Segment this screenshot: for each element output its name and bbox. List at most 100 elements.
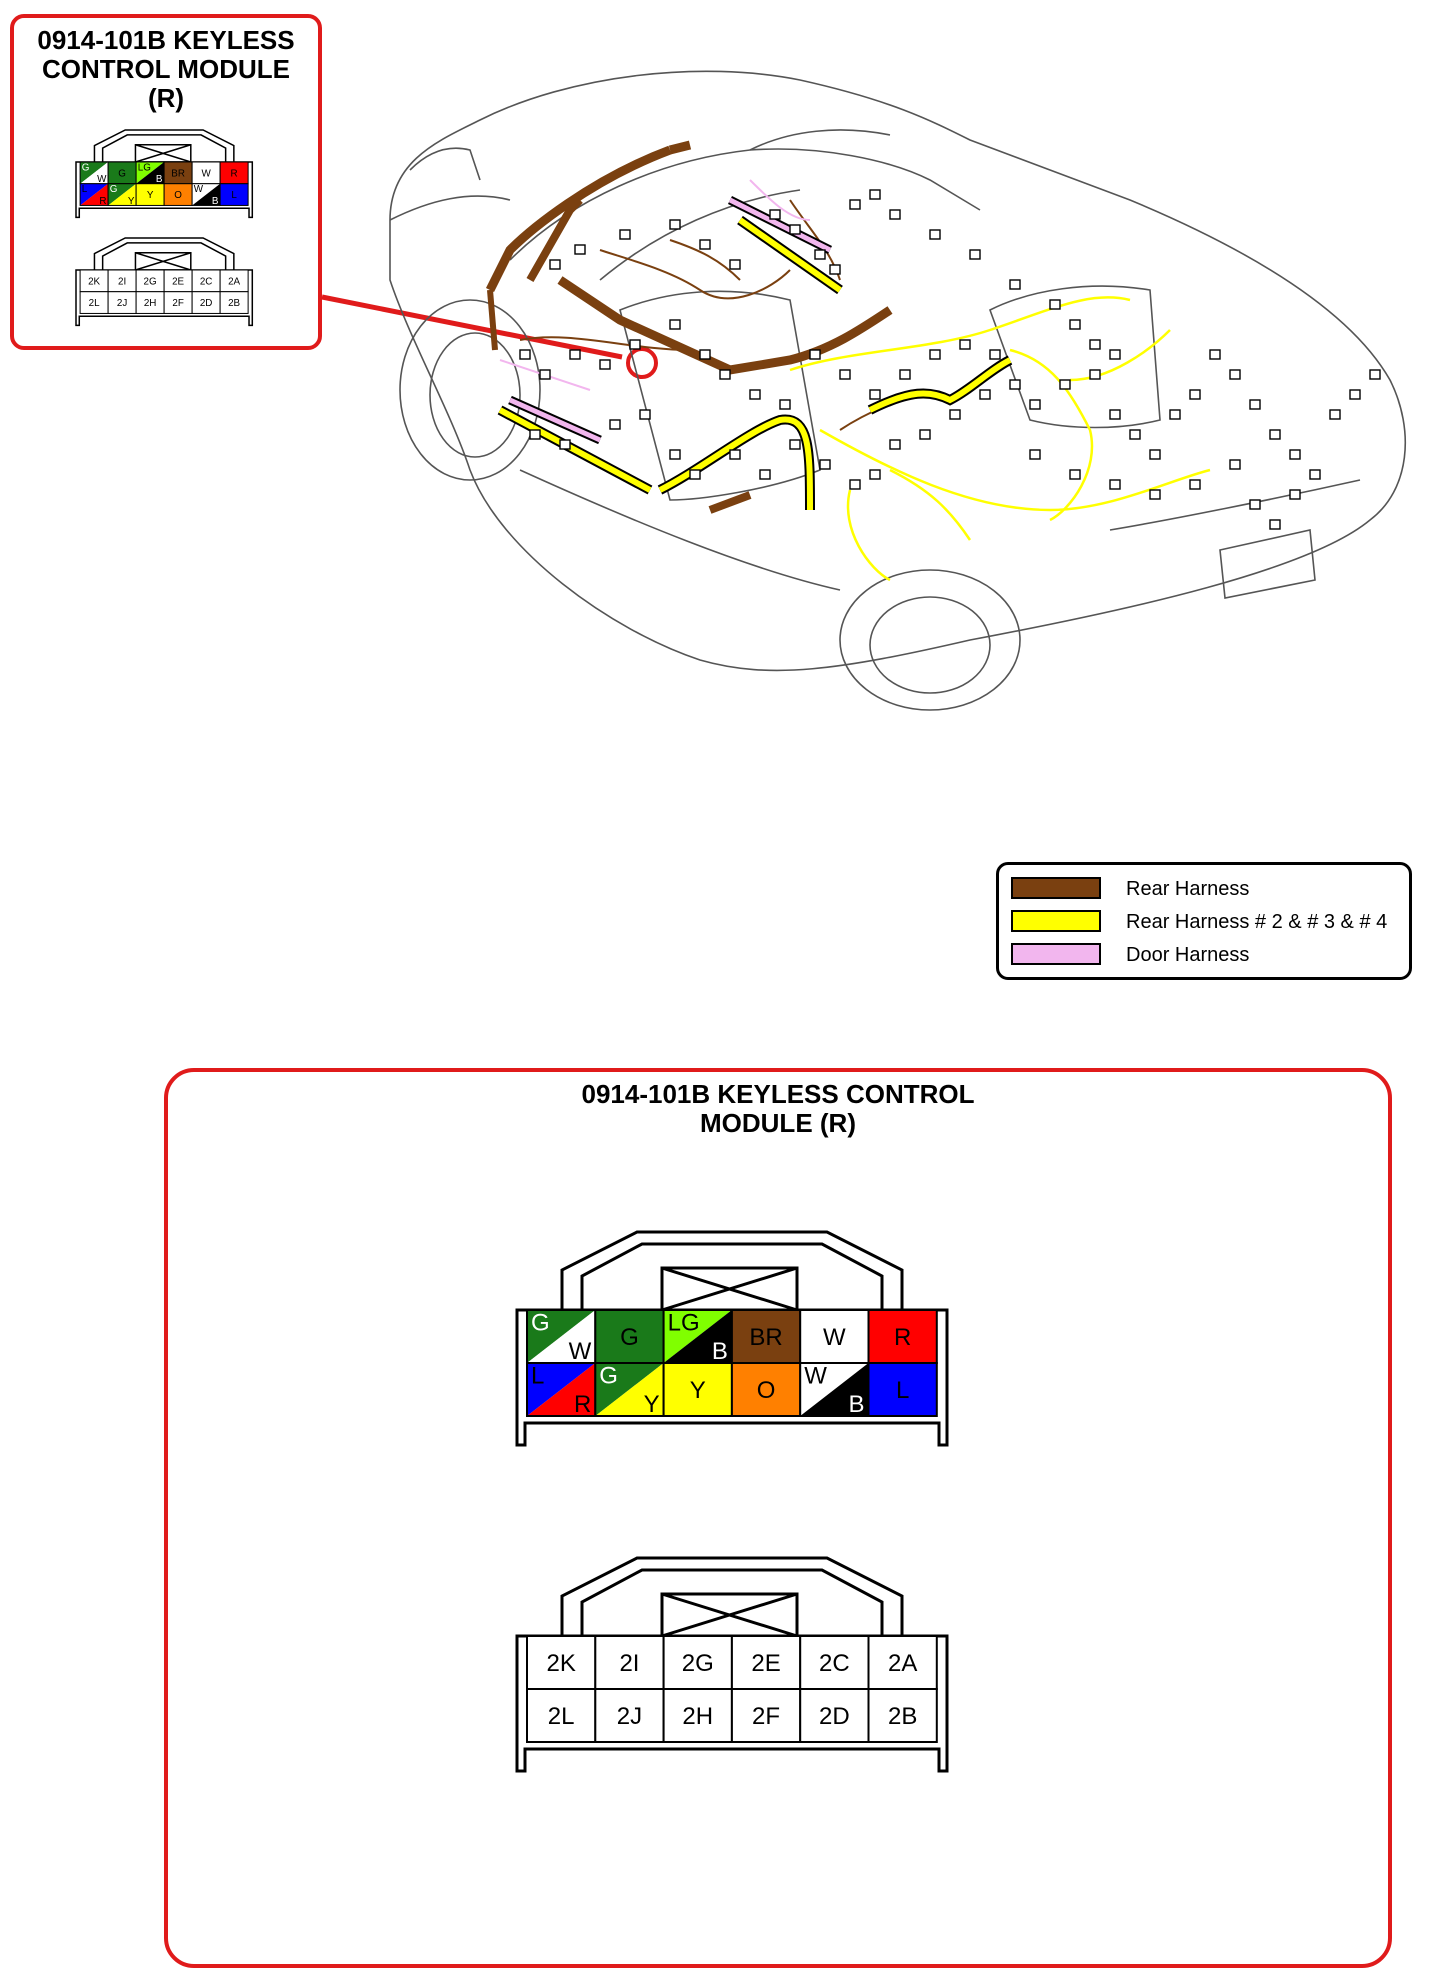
- wiring-connector-block: [779, 399, 791, 410]
- detail-color-pin-label: G: [620, 1324, 639, 1351]
- detail-pin-r2-c5: 2D: [799, 1688, 870, 1743]
- wiring-connector-block: [959, 339, 971, 350]
- detail-pin-label: 2G: [682, 1650, 714, 1677]
- detail-color-pin-label: L: [896, 1377, 909, 1404]
- detail-title-line2: MODULE (R): [700, 1108, 856, 1138]
- wiring-connector-block: [529, 429, 541, 440]
- wiring-connector-block: [1049, 299, 1061, 310]
- wiring-connector-block: [1289, 489, 1301, 500]
- legend-label-rear-harness-2-3-4: Rear Harness # 2 & # 3 & # 4: [1126, 911, 1388, 933]
- wiring-connector-block: [1169, 409, 1181, 420]
- wiring-connector-block: [669, 219, 681, 230]
- inset-color-pin-label: W: [201, 168, 211, 179]
- inset-color-pin-label-top: G: [82, 162, 90, 173]
- inset-color-pin-label: Y: [147, 190, 154, 201]
- wiring-connector-block: [759, 469, 771, 480]
- detail-color-pin-label-top: L: [531, 1362, 544, 1389]
- wiring-connector-block: [769, 209, 781, 220]
- detail-color-pin-label-top: G: [531, 1309, 550, 1336]
- legend-swatch-rear-harness: [1011, 877, 1101, 899]
- detail-color-pin-r1-c2: G: [594, 1309, 665, 1364]
- wiring-connector-block: [869, 189, 881, 200]
- detail-color-pin-r1-c4: BR: [730, 1309, 802, 1364]
- detail-color-pin-r1-c5: W: [799, 1309, 870, 1364]
- detail-pin-label: 2D: [819, 1703, 850, 1730]
- detail-pin-label: 2A: [888, 1650, 917, 1677]
- detail-pin-label: 2F: [752, 1703, 780, 1730]
- wiring-connector-block: [519, 349, 531, 360]
- wiring-connector-block: [839, 369, 851, 380]
- detail-color-pin-r2-c2: GY: [594, 1362, 665, 1418]
- detail-pin-r1-c5: 2C: [799, 1635, 870, 1690]
- inset-title: 0914-101B KEYLESS CONTROL MODULE (R): [14, 26, 318, 113]
- detail-color-pin-label-bottom: B: [848, 1391, 864, 1418]
- wiring-connector-block: [869, 469, 881, 480]
- detail-pin-label: 2K: [546, 1650, 575, 1677]
- wiring-connector-block: [699, 349, 711, 360]
- wiring-connector-block: [1029, 449, 1041, 460]
- detail-color-pin-label-bottom: R: [574, 1391, 591, 1418]
- detail-pin-r1-c3: 2G: [662, 1635, 733, 1690]
- detail-color-pin-r1-c6: R: [867, 1309, 938, 1364]
- inset-pin-label: 2A: [228, 276, 240, 287]
- wiring-connector-block: [699, 239, 711, 250]
- wiring-connector-block: [629, 339, 641, 350]
- detail-color-pin-label: O: [757, 1377, 776, 1404]
- inset-color-pin-label-bottom: R: [99, 196, 106, 207]
- inset-pin-label: 2D: [200, 298, 213, 309]
- vehicle-wiring-illustration: [389, 70, 1407, 711]
- wiring-connector-block: [1069, 469, 1081, 480]
- detail-color-pin-label: R: [894, 1324, 911, 1351]
- wiring-connector-block: [1269, 519, 1281, 530]
- wiring-connector-block: [1229, 459, 1241, 470]
- wiring-connector-block: [729, 259, 741, 270]
- wiring-connector-block: [899, 369, 911, 380]
- wiring-connector-block: [1149, 449, 1161, 460]
- wiring-connector-block: [949, 409, 961, 420]
- wiring-connector-block: [1309, 469, 1321, 480]
- rear-harness-2-3-4-wires: [497, 215, 1211, 582]
- inset-color-pin-label-bottom: B: [156, 174, 163, 185]
- wiring-connector-block: [1189, 389, 1201, 400]
- wiring-connector-block: [1069, 319, 1081, 330]
- wiring-connector-block: [729, 449, 741, 460]
- inset-title-line2: CONTROL MODULE: [42, 54, 290, 84]
- wiring-connector-block: [1149, 489, 1161, 500]
- wiring-connector-block: [639, 409, 651, 420]
- wiring-connector-block: [979, 389, 991, 400]
- inset-title-line1: 0914-101B KEYLESS: [37, 25, 295, 55]
- inset-pin-label: 2H: [144, 298, 157, 309]
- detail-pin-label: 2I: [619, 1650, 639, 1677]
- detail-pin-label: 2L: [548, 1703, 575, 1730]
- inset-pin-r2-c6: 2B: [219, 291, 249, 314]
- wiring-connector-block: [1249, 499, 1261, 510]
- callout-overlay: [321, 294, 658, 379]
- wiring-connector-block: [1209, 349, 1221, 360]
- inset-color-pin-label-bottom: Y: [128, 196, 135, 207]
- wiring-connector-block: [559, 439, 571, 450]
- inset-color-pin-label: R: [231, 168, 238, 179]
- wiring-connector-block: [929, 349, 941, 360]
- wiring-connector-block: [609, 419, 621, 430]
- detail-color-pin-r2-c4: O: [730, 1362, 802, 1417]
- detail-pin-label: 2B: [888, 1703, 917, 1730]
- detail-pin-r1-c4: 2E: [730, 1635, 802, 1690]
- wiring-connector-block: [1369, 369, 1381, 380]
- wiring-connector-block: [1229, 369, 1241, 380]
- wiring-connector-block: [749, 389, 761, 400]
- detail-pin-label: 2H: [682, 1703, 713, 1730]
- detail-pin-r1-c2: 2I: [594, 1635, 665, 1690]
- detail-pin-r2-c4: 2F: [730, 1688, 802, 1743]
- wiring-connector-block: [599, 359, 611, 370]
- detail-color-pin-label-top: G: [599, 1362, 618, 1389]
- legend-label-door-harness: Door Harness: [1126, 944, 1250, 966]
- inset-pin-label: 2E: [172, 276, 184, 287]
- detail-color-pin-label-bottom: W: [569, 1338, 592, 1365]
- inset-color-pin-label-bottom: B: [212, 196, 219, 207]
